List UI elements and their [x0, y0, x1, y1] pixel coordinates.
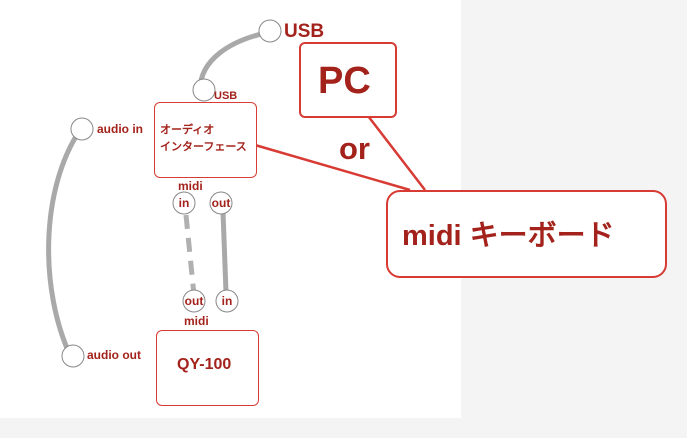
interface-name-line2: インターフェース	[160, 141, 247, 153]
usb-plug-top-icon	[258, 19, 282, 43]
midi-keyboard-label: midi キーボード	[402, 220, 615, 252]
qy100-label: QY-100	[177, 356, 232, 373]
interface-usb-label: USB	[214, 90, 238, 102]
audio-in-plug-icon	[70, 117, 94, 141]
audio-in-label: audio in	[97, 122, 143, 136]
interface-midi-in-port-icon	[172, 191, 196, 215]
qy-midi-in-label: in	[221, 294, 233, 308]
audio-out-plug-icon	[61, 344, 85, 368]
pc-label: PC	[318, 60, 371, 102]
interface-midi-out-port-icon	[209, 191, 233, 215]
interface-midi-in-label: in	[178, 196, 190, 210]
interface-midi-out-label: out	[211, 196, 231, 210]
qy-midi-out-port-icon	[182, 289, 206, 313]
or-label: or	[339, 131, 370, 166]
pc-usb-label: USB	[284, 21, 325, 42]
audio-interface-box[interactable]	[154, 102, 257, 178]
qy-midi-label: midi	[184, 314, 209, 328]
interface-midi-label: midi	[178, 179, 203, 193]
audio-cable	[46, 127, 83, 358]
midi-cable-dashed	[183, 214, 197, 296]
pc-box[interactable]	[299, 42, 397, 118]
qy100-box[interactable]	[156, 330, 259, 406]
connector-line-interface	[254, 143, 411, 192]
usb-plug-bottom-icon	[192, 78, 216, 102]
midi-keyboard-box[interactable]	[386, 190, 667, 278]
interface-name-line1: オーディオ	[160, 124, 215, 136]
connector-line-pc	[364, 111, 426, 191]
bottom-band-background	[0, 418, 687, 438]
audio-out-label: audio out	[87, 348, 141, 362]
midi-cable-solid	[220, 209, 229, 295]
qy-midi-in-port-icon	[215, 289, 239, 313]
qy-midi-out-label: out	[184, 294, 204, 308]
